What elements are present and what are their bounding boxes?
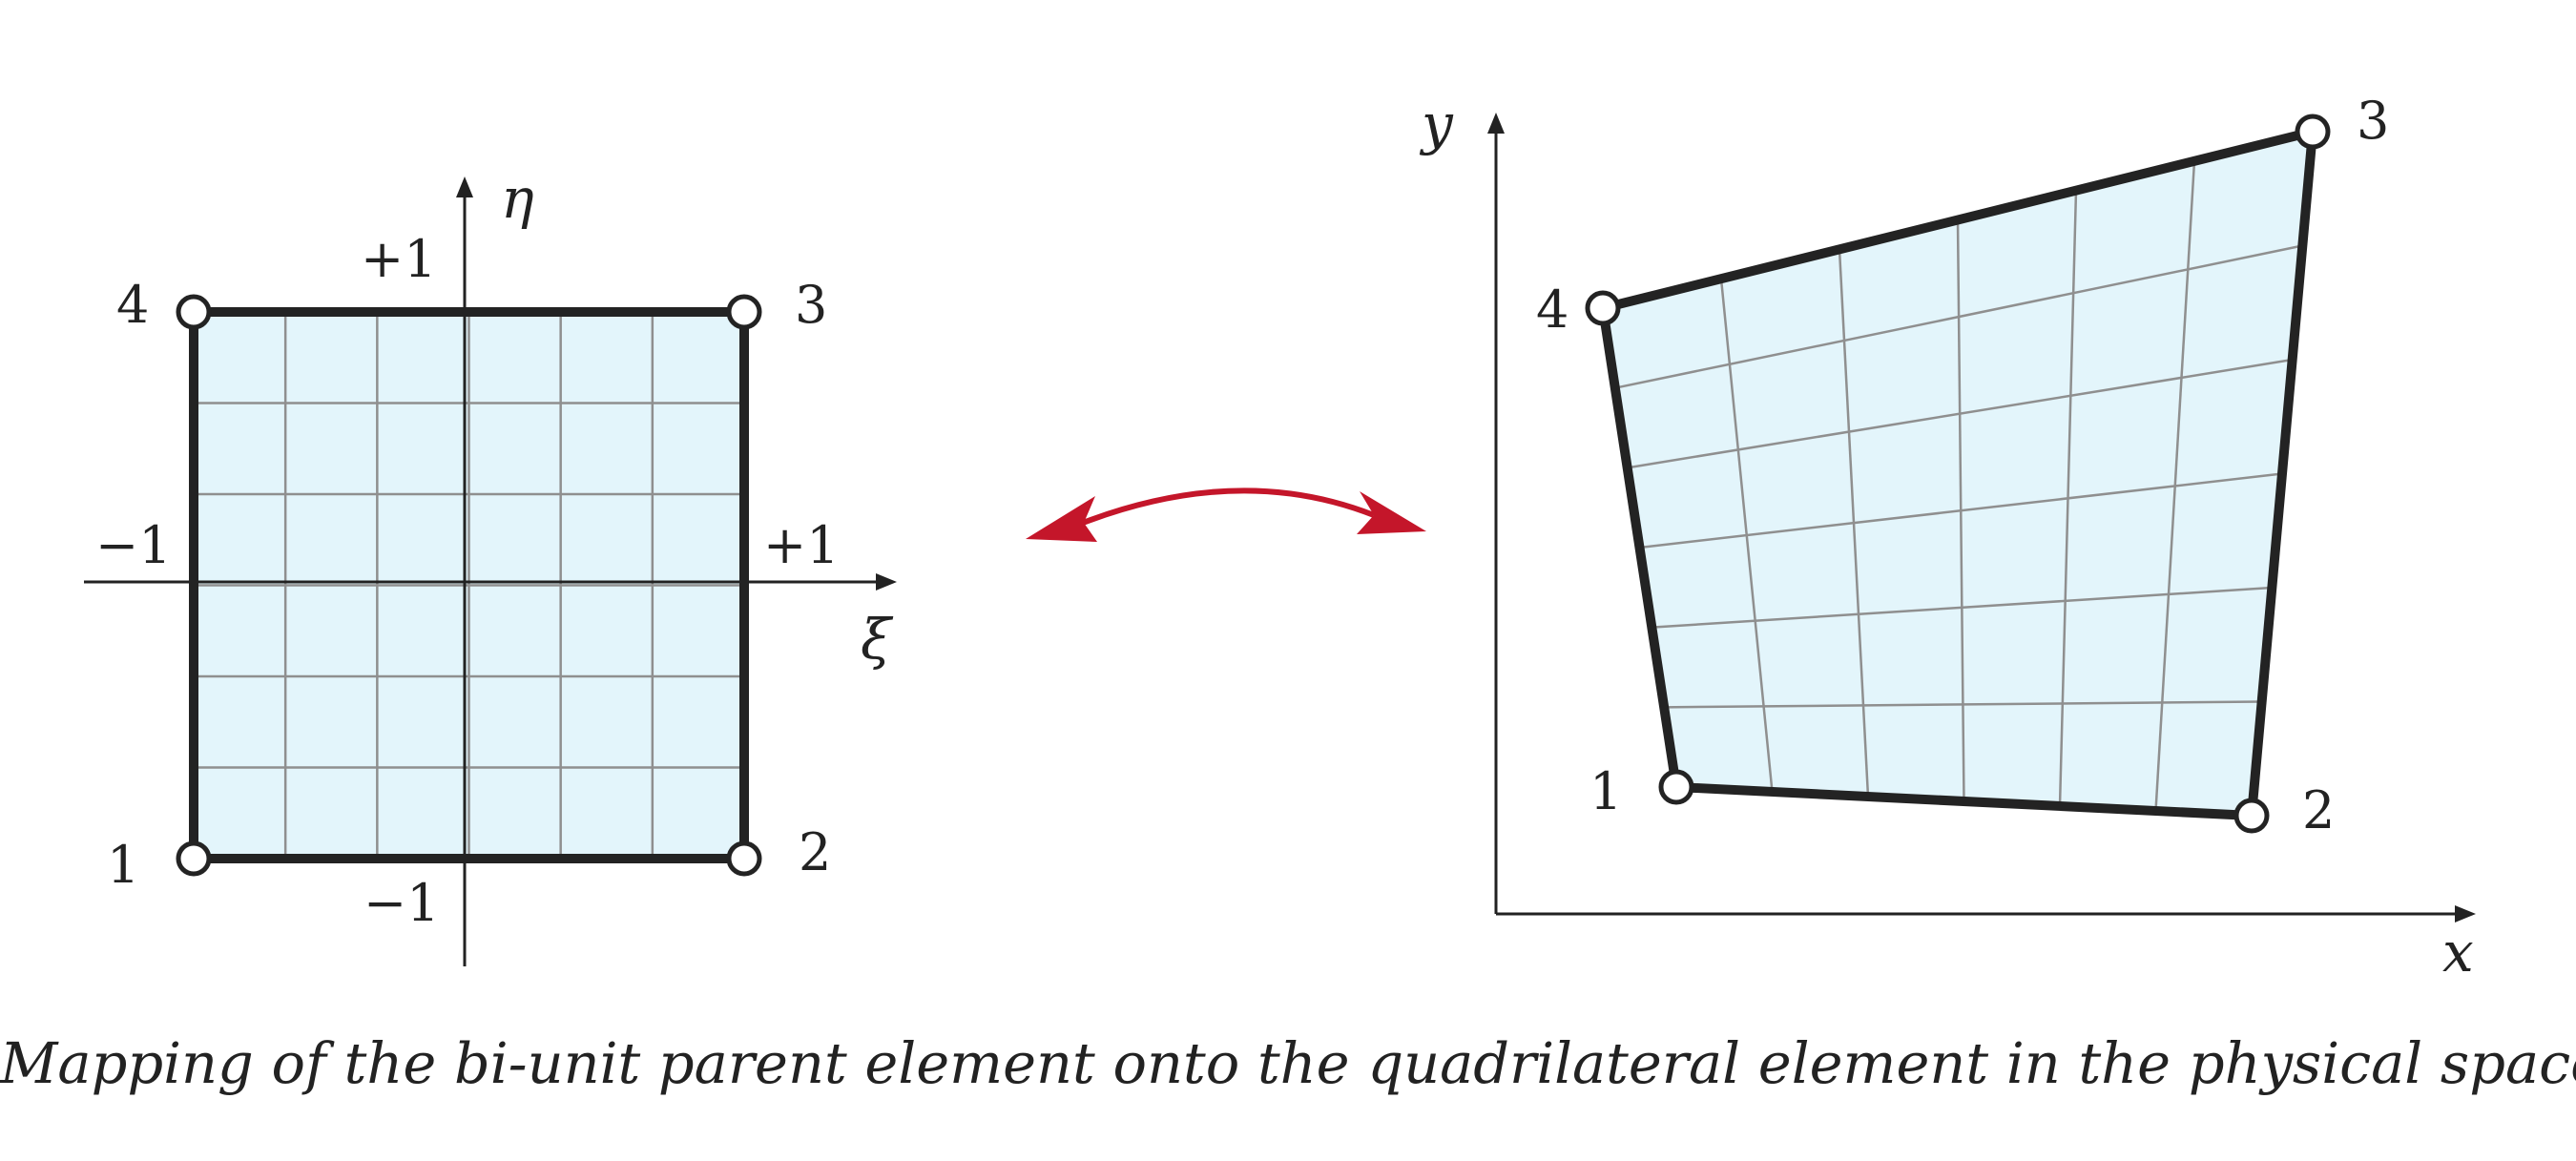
eta-axis-label: η <box>501 166 534 231</box>
mapping-arrow-head-left <box>1026 496 1097 542</box>
mapping-arrow <box>1026 487 1426 542</box>
physical-node-label-3: 3 <box>2357 91 2389 151</box>
physical-node-label-4: 4 <box>1536 280 1568 340</box>
parent-element: η ξ +1 −1 −1 +1 1 2 3 4 <box>84 166 897 966</box>
physical-element-nodes <box>1585 114 2331 834</box>
x-axis-label: x <box>2442 920 2474 985</box>
mapping-arrow-shaft <box>1081 487 1376 526</box>
node-4-marker <box>176 294 212 330</box>
node-1-marker <box>176 840 212 877</box>
x-axis-arrowhead <box>2455 905 2476 923</box>
parent-element-nodes <box>176 294 762 877</box>
tick-label-bottom: −1 <box>364 873 440 933</box>
mapping-arrow-head-right <box>1357 491 1426 534</box>
parent-node-label-3: 3 <box>795 275 827 335</box>
parent-node-label-2: 2 <box>799 822 831 882</box>
figure-caption: Mapping of the bi-unit parent element on… <box>0 1030 2576 1096</box>
eta-axis-arrowhead <box>456 176 473 197</box>
node-1-marker <box>1658 769 1694 805</box>
physical-node-label-1: 1 <box>1589 761 1622 821</box>
tick-label-left: −1 <box>95 515 172 575</box>
physical-element-grid <box>1614 160 2303 812</box>
xi-axis-label: ξ <box>861 607 894 672</box>
physical-axes <box>1487 113 2476 923</box>
node-4-marker <box>1585 290 1621 326</box>
parent-node-label-4: 4 <box>116 275 149 335</box>
xi-axis-arrowhead <box>876 573 897 591</box>
tick-label-right: +1 <box>763 515 840 575</box>
node-2-marker <box>2233 798 2270 834</box>
node-3-marker <box>2295 114 2331 150</box>
y-axis-arrowhead <box>1487 113 1505 134</box>
tick-label-top: +1 <box>361 229 437 289</box>
parent-element-grid <box>194 312 744 859</box>
node-2-marker <box>726 840 762 877</box>
grid-line-horizontal <box>1614 244 2303 389</box>
physical-node-label-2: 2 <box>2302 780 2335 840</box>
physical-element: y x 1 2 3 4 <box>1419 91 2476 985</box>
node-3-marker <box>726 294 762 330</box>
parent-axes <box>84 176 897 966</box>
y-axis-label: y <box>1419 92 1454 156</box>
parent-node-label-1: 1 <box>107 835 139 895</box>
physical-element-fill <box>1603 132 2313 816</box>
